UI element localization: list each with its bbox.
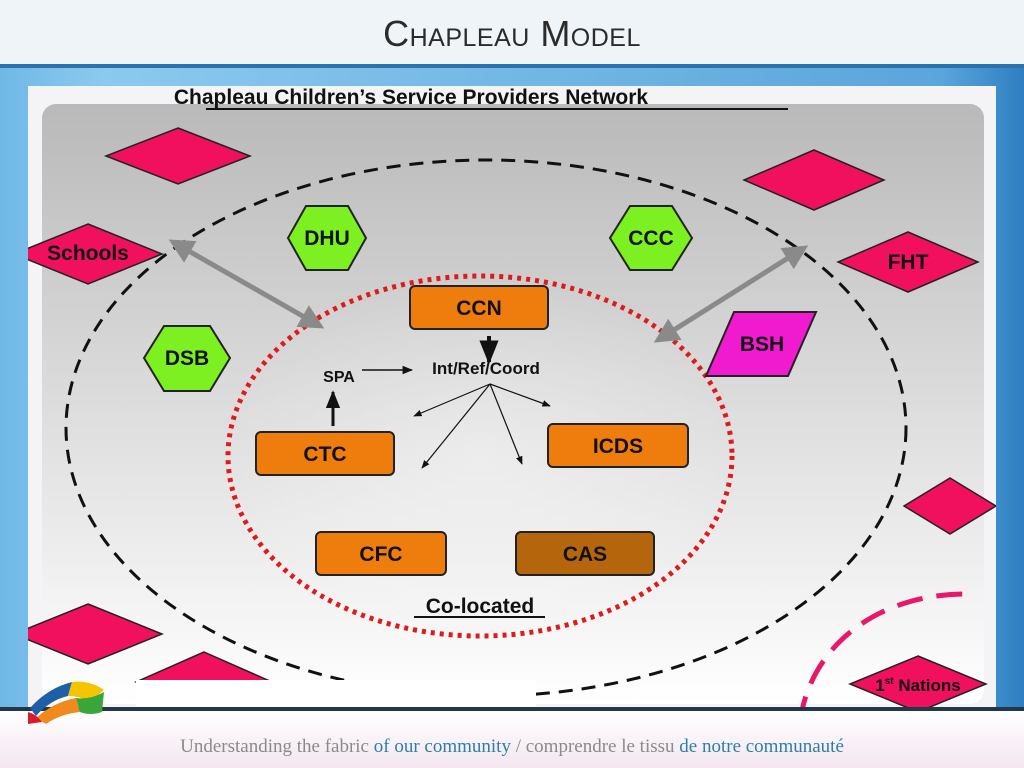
hexagon-ccc	[608, 205, 694, 271]
hub-arrow-4	[489, 383, 551, 407]
schools-label: Schools	[47, 242, 129, 265]
slide-footer	[0, 711, 1024, 768]
dhu-label: DHU	[304, 227, 350, 250]
outer-network-ellipse	[64, 158, 908, 698]
first-nations-label: 1st Nations	[875, 676, 960, 695]
spa-label: SPA	[323, 369, 355, 386]
cfc-label: CFC	[359, 543, 402, 566]
diamond-bottom-left	[28, 603, 164, 665]
diagram-heading: Chapleau Children’s Service Providers Ne…	[174, 86, 649, 109]
first-nations-suffix: Nations	[894, 676, 961, 695]
fht-label: FHT	[888, 251, 929, 274]
slide-title: Chapleau Model	[383, 13, 641, 54]
footer-divider	[0, 707, 1024, 711]
diamond-top-left	[103, 127, 253, 185]
first-nations-arc	[797, 591, 973, 723]
ccn-label: CCN	[456, 297, 502, 320]
organization-logo	[28, 681, 104, 724]
diamond-right	[902, 477, 996, 535]
footer-part1: Understanding the fabric	[180, 736, 374, 757]
schools-link-arrow	[168, 239, 325, 329]
colocated-label: Co-located	[426, 595, 535, 618]
box-icds	[547, 423, 689, 468]
bsh-label: BSH	[740, 333, 784, 356]
footer-part3: / comprendre le tissu	[510, 736, 680, 757]
fht-link-arrow	[653, 245, 809, 343]
icds-label: ICDS	[593, 435, 643, 458]
footer-tagline: Understanding the fabric of our communit…	[0, 736, 1024, 758]
footer-part2: of our community	[373, 736, 511, 757]
box-cas	[515, 531, 655, 576]
parallelogram-bsh	[704, 311, 818, 377]
hub-arrow-3	[489, 383, 523, 465]
hub-label: Int/Ref/Coord	[432, 359, 540, 378]
box-cfc	[315, 531, 447, 576]
first-nations-sup: st	[885, 676, 895, 687]
slide-title-bar: Chapleau Model	[0, 0, 1024, 64]
diamond-fht	[836, 231, 980, 293]
diamond-schools	[28, 223, 164, 285]
ctc-label: CTC	[303, 443, 346, 466]
footer-part4: de notre communauté	[679, 736, 844, 757]
diamond-top-right	[742, 149, 886, 211]
box-ccn	[409, 285, 549, 330]
band-top-border	[0, 64, 1024, 68]
hexagon-dsb	[142, 325, 232, 392]
box-ctc	[255, 431, 395, 476]
hub-arrow-1	[413, 383, 491, 417]
dsb-label: DSB	[165, 347, 209, 370]
first-nations-prefix: 1	[875, 676, 884, 695]
hexagon-dhu	[286, 205, 368, 271]
hub-arrow-2	[421, 383, 491, 469]
ccc-label: CCC	[628, 227, 674, 250]
network-diagram: Chapleau Children’s Service Providers Ne…	[28, 86, 996, 726]
cas-label: CAS	[563, 543, 607, 566]
